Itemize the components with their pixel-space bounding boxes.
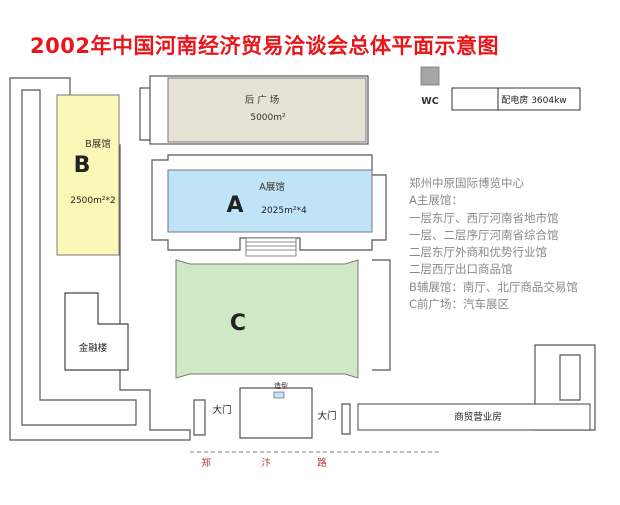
hall-b-name: B展馆 [85, 138, 111, 150]
left-walkway [21, 89, 137, 426]
info-line: 一层东厅、西厅河南省地市馆 [409, 210, 559, 225]
info-heading: 郑州中原国际博览中心 [409, 176, 524, 190]
info-line: C前广场：汽车展区 [409, 297, 510, 312]
hall-b-size: 2500m²*2 [70, 196, 116, 206]
power-room-label: 配电房 3604kw [501, 94, 566, 106]
hall-a [167, 169, 373, 233]
commerce-building-label: 商贸营业房 [454, 411, 502, 423]
power-room-side [451, 87, 499, 111]
commerce-building [357, 403, 591, 431]
page-title: 2002年中国河南经济贸易洽谈会总体平面示意图 [30, 34, 499, 58]
info-line: B辅展馆：南厅、北厅商品交易馆 [409, 279, 578, 294]
gate-right-label: 大门 [317, 410, 336, 422]
wc-label: WC [421, 96, 438, 107]
info-line: 一层、二层序厅河南省综合馆 [409, 227, 559, 242]
hall-c-letter: C [230, 311, 246, 336]
right-wall [372, 259, 391, 371]
info-panel: 郑州中原国际博览中心 A主展馆： 一层东厅、西厅河南省地市馆 一层、二层序厅河南… [409, 175, 619, 313]
hall-a-name: A展馆 [259, 181, 285, 193]
info-line: A主展馆： [409, 193, 463, 208]
road-char-2: 汴 [261, 457, 271, 469]
booth-label: 造型 [274, 381, 288, 390]
rear-square-name: 后 广 场 [245, 94, 280, 106]
rear-square-size: 5000m² [250, 113, 286, 123]
road-char-3: 路 [317, 457, 327, 469]
gate-left-label: 大门 [212, 404, 231, 416]
rear-square [167, 77, 367, 143]
finance-building [64, 292, 129, 371]
hall-a-stairs [245, 237, 297, 257]
hall-b [56, 94, 120, 256]
wc-block [420, 66, 440, 86]
gate-center-area [239, 387, 313, 439]
finance-building-label: 金融楼 [79, 342, 108, 354]
hall-b-letter: B [74, 153, 91, 178]
booth-icon [273, 391, 285, 399]
info-line: 二层东厅外商和优势行业馆 [409, 245, 547, 260]
rear-square-bracket [139, 87, 150, 141]
info-line: 二层西厅出口商品馆 [409, 262, 513, 277]
hall-a-size: 2025m²*4 [261, 206, 307, 216]
gate-right-post [341, 403, 351, 435]
hall-c [175, 259, 359, 379]
bottom-right-inner [559, 354, 581, 401]
hall-a-letter: A [226, 193, 243, 218]
road-char-1: 郑 [201, 457, 211, 469]
gate-left-post [193, 399, 206, 436]
